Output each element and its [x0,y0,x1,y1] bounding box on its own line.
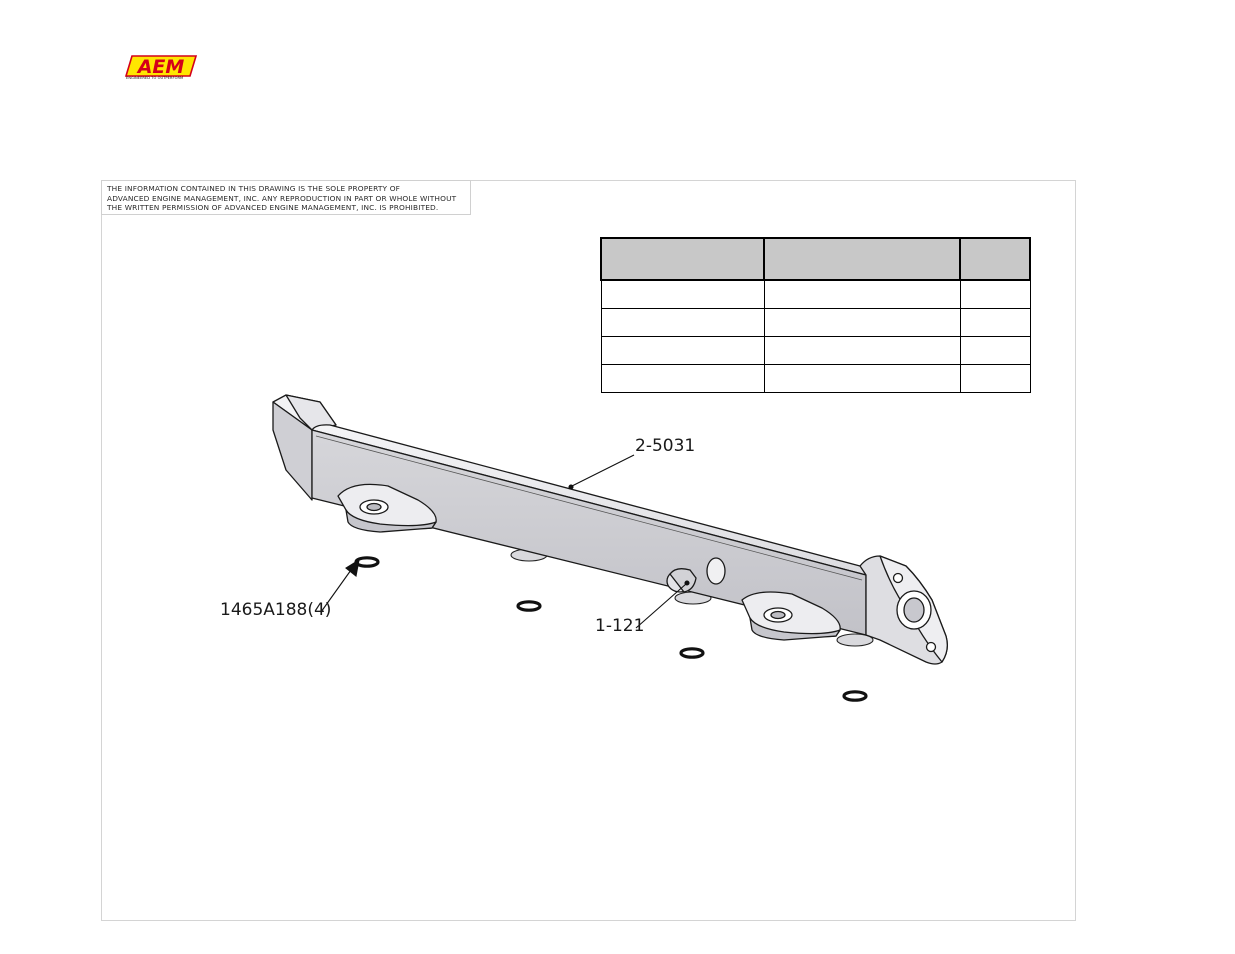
bom-cell [600,308,765,337]
bom-header-row [600,237,1031,281]
proprietary-notice: THE INFORMATION CONTAINED IN THIS DRAWIN… [101,180,471,215]
o-ring [354,556,380,568]
o-ring [842,690,868,702]
aem-logo: AEM [124,55,198,78]
bom-cell [959,364,1031,393]
notice-line: THE INFORMATION CONTAINED IN THIS DRAWIN… [107,184,401,193]
bom-header-cell [600,237,765,281]
bom-cell [600,364,765,393]
bom-header-cell [763,237,961,281]
drawing-sheet-frame [101,180,1076,921]
bom-cell [763,308,961,337]
o-ring [679,647,705,659]
bom-row [600,279,1031,309]
callout-rail-part-number: 2-5031 [635,436,696,456]
right-end-flange [859,555,948,665]
leader-dot [684,580,690,586]
bom-cell [600,336,765,365]
logo-wordmark: AEM [136,56,185,78]
bom-row [600,336,1031,365]
notice-line: THE WRITTEN PERMISSION OF ADVANCED ENGIN… [107,203,439,213]
side-port-fitting [666,557,726,593]
logo-tagline: ENGINEERED TO OUTPERFORM [126,76,184,80]
leader-dot [568,484,574,490]
bom-row [600,308,1031,337]
o-ring [516,600,542,612]
bom-cell [763,336,961,365]
leader-lines [320,454,690,629]
bom-header-cell [959,237,1031,281]
notice-line: ADVANCED ENGINE MANAGEMENT, INC. ANY REP… [107,193,457,203]
bill-of-materials-table [600,237,1031,393]
mounting-tab-left [337,483,437,533]
leader-oring [320,569,352,613]
callout-fitting-part-number: 1-121 [595,616,645,636]
leader-fitting [635,583,687,629]
bom-cell [959,308,1031,337]
mounting-tab-right [741,591,841,641]
bom-cell [763,364,961,393]
callout-oring-part-number: 1465A188(4) [220,600,332,620]
leader-arrowhead [345,558,360,578]
bom-cell [763,279,961,309]
bom-row [600,364,1031,393]
leader-rail [571,454,635,487]
logo-badge [124,55,198,77]
left-end-bracket [272,394,337,501]
bom-cell [959,336,1031,365]
